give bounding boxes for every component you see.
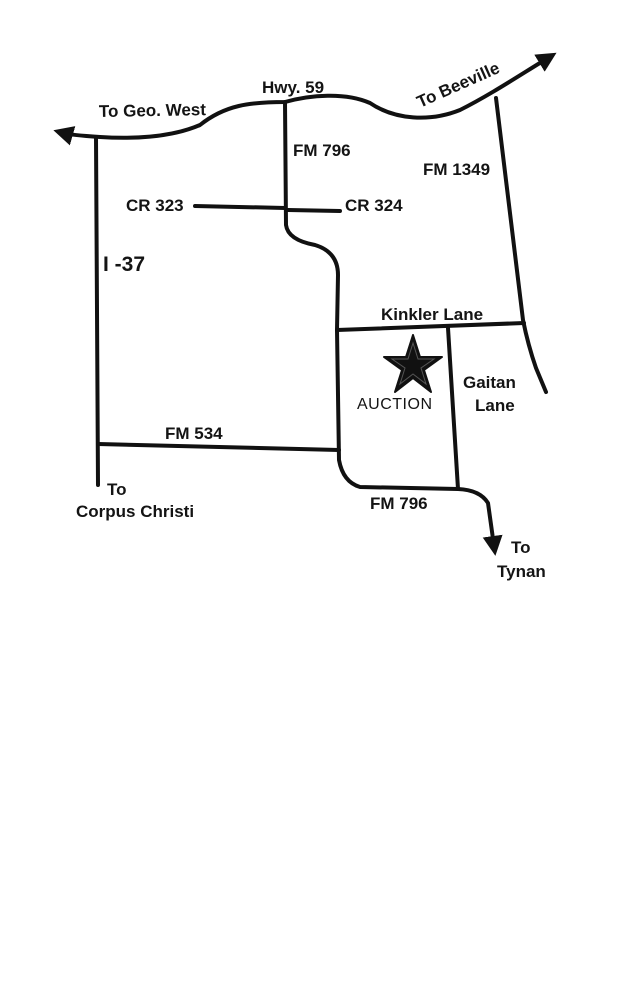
to-corpus-christi-label-line2: Corpus Christi <box>76 502 194 521</box>
fm-796-south-road <box>335 328 503 556</box>
to-geo-west-label: To Geo. West <box>99 100 207 121</box>
fm-1349-road <box>494 96 548 394</box>
hwy-59-label: Hwy. 59 <box>262 78 324 97</box>
kinkler-lane-road <box>335 321 526 332</box>
to-beeville-label: To Beeville <box>414 58 503 111</box>
to-tynan-label-line2: Tynan <box>497 562 546 581</box>
fm-796-south-label: FM 796 <box>370 494 428 513</box>
i-37-label: I -37 <box>103 253 145 276</box>
cr-324-road <box>286 208 342 213</box>
fm-796-north-label: FM 796 <box>293 141 351 160</box>
fm-534-road <box>96 442 341 452</box>
fm-796-north-road <box>283 100 340 332</box>
kinkler-lane-label: Kinkler Lane <box>381 305 483 324</box>
to-corpus-christi-label-line1: To <box>107 480 127 499</box>
fm-534-label: FM 534 <box>165 424 223 443</box>
auction-label: AUCTION <box>357 396 433 413</box>
gaitan-lane-label-line2: Lane <box>475 396 515 415</box>
cr-323-label: CR 323 <box>126 196 184 215</box>
to-tynan-label-line1: To <box>511 538 531 557</box>
gaitan-lane-label-line1: Gaitan <box>463 373 516 392</box>
fm-1349-label: FM 1349 <box>423 160 490 179</box>
i-37-road <box>94 135 100 487</box>
star-icon <box>383 334 443 393</box>
cr-323-road <box>193 204 287 210</box>
gaitan-lane-road <box>446 326 460 491</box>
cr-324-label: CR 324 <box>345 196 403 215</box>
